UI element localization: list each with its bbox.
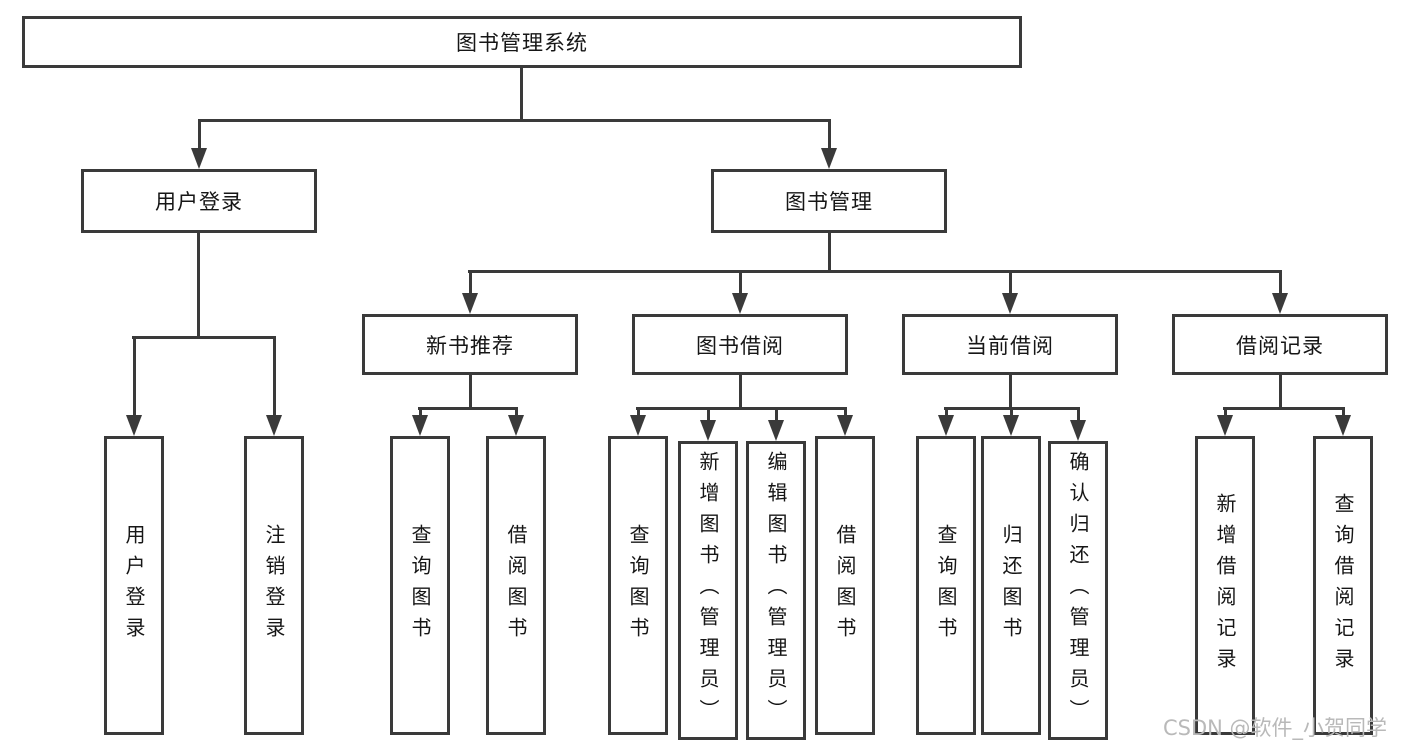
leaf-query-books-recommend-label: 查询图书 — [408, 523, 432, 648]
csdn-watermark: CSDN @软件_小贺同学 — [1163, 716, 1388, 740]
arrowhead-icon — [191, 148, 207, 169]
connector-line — [469, 270, 472, 298]
leaf-user-login: 用户登录 — [104, 436, 164, 735]
leaf-query-books-borrowing-label: 查询图书 — [626, 523, 650, 648]
connector-line — [1077, 407, 1080, 424]
leaf-logout: 注销登录 — [244, 436, 304, 735]
connector-line — [636, 407, 847, 410]
connector-line — [520, 68, 523, 120]
connector-line — [707, 407, 710, 424]
arrowhead-icon — [412, 415, 428, 436]
connector-line — [1009, 375, 1012, 410]
arrowhead-icon — [1272, 293, 1288, 314]
node-book-borrowing-label: 图书借阅 — [696, 333, 784, 358]
leaf-confirm-return-admin-label: 确认归还（管理员） — [1066, 451, 1090, 730]
node-root-label: 图书管理系统 — [456, 31, 588, 55]
leaf-query-borrow-record-label: 查询借阅记录 — [1331, 492, 1355, 679]
connector-line — [132, 336, 276, 339]
connector-line — [1010, 407, 1013, 420]
connector-line — [133, 336, 136, 420]
connector-line — [1279, 375, 1282, 410]
leaf-query-borrow-record: 查询借阅记录 — [1313, 436, 1373, 735]
node-current-borrowing: 当前借阅 — [902, 314, 1118, 375]
leaf-borrow-books-recommend: 借阅图书 — [486, 436, 546, 735]
connector-line — [775, 407, 778, 424]
node-borrowing-records: 借阅记录 — [1172, 314, 1388, 375]
leaf-query-books-current-label: 查询图书 — [934, 523, 958, 648]
leaf-query-books-borrowing: 查询图书 — [608, 436, 668, 735]
connector-line — [1224, 407, 1227, 420]
leaf-edit-books-admin-label: 编辑图书（管理员） — [764, 451, 788, 730]
connector-line — [198, 119, 201, 157]
connector-line — [419, 407, 422, 420]
arrowhead-icon — [1002, 293, 1018, 314]
node-book-borrowing: 图书借阅 — [632, 314, 848, 375]
arrowhead-icon — [508, 415, 524, 436]
leaf-user-login-label: 用户登录 — [122, 523, 146, 648]
arrowhead-icon — [732, 293, 748, 314]
node-book-management-label: 图书管理 — [785, 190, 873, 214]
connector-line — [844, 407, 847, 420]
leaf-return-books: 归还图书 — [981, 436, 1041, 735]
connector-line — [1342, 407, 1345, 420]
connector-line — [468, 270, 1281, 273]
leaf-add-borrow-record: 新增借阅记录 — [1195, 436, 1255, 735]
arrowhead-icon — [1003, 415, 1019, 436]
arrowhead-icon — [938, 415, 954, 436]
connector-line — [1223, 407, 1345, 410]
connector-line — [273, 336, 276, 420]
arrowhead-icon — [821, 148, 837, 169]
connector-line — [1279, 270, 1282, 298]
connector-line — [828, 119, 831, 157]
arrowhead-icon — [700, 420, 716, 441]
node-new-book-recommend: 新书推荐 — [362, 314, 578, 375]
arrowhead-icon — [1070, 420, 1086, 441]
node-new-book-recommend-label: 新书推荐 — [426, 333, 514, 358]
leaf-edit-books-admin: 编辑图书（管理员） — [746, 441, 806, 740]
connector-line — [198, 119, 830, 122]
connector-line — [1009, 270, 1012, 298]
connector-line — [418, 407, 518, 410]
leaf-add-borrow-record-label: 新增借阅记录 — [1213, 492, 1237, 679]
leaf-borrow-books-borrowing: 借阅图书 — [815, 436, 875, 735]
arrowhead-icon — [126, 415, 142, 436]
arrowhead-icon — [1217, 415, 1233, 436]
node-borrowing-records-label: 借阅记录 — [1236, 333, 1324, 358]
node-user-login: 用户登录 — [81, 169, 317, 233]
leaf-add-books-admin: 新增图书（管理员） — [678, 441, 738, 740]
leaf-add-books-admin-label: 新增图书（管理员） — [696, 451, 720, 730]
leaf-borrow-books-recommend-label: 借阅图书 — [504, 523, 528, 648]
arrowhead-icon — [768, 420, 784, 441]
connector-line — [945, 407, 948, 420]
arrowhead-icon — [462, 293, 478, 314]
connector-line — [739, 270, 742, 298]
node-book-management: 图书管理 — [711, 169, 947, 233]
connector-line — [828, 233, 831, 273]
node-user-login-label: 用户登录 — [155, 190, 243, 214]
connector-line — [515, 407, 518, 420]
arrowhead-icon — [266, 415, 282, 436]
leaf-query-books-current: 查询图书 — [916, 436, 976, 735]
leaf-query-books-recommend: 查询图书 — [390, 436, 450, 735]
leaf-return-books-label: 归还图书 — [999, 523, 1023, 648]
connector-line — [739, 375, 742, 410]
connector-line — [637, 407, 640, 420]
node-root: 图书管理系统 — [22, 16, 1022, 68]
leaf-logout-label: 注销登录 — [262, 523, 286, 648]
node-current-borrowing-label: 当前借阅 — [966, 333, 1054, 358]
leaf-borrow-books-borrowing-label: 借阅图书 — [833, 523, 857, 648]
arrowhead-icon — [837, 415, 853, 436]
arrowhead-icon — [630, 415, 646, 436]
connector-line — [197, 233, 200, 339]
arrowhead-icon — [1335, 415, 1351, 436]
leaf-confirm-return-admin: 确认归还（管理员） — [1048, 441, 1108, 740]
connector-line — [469, 375, 472, 410]
